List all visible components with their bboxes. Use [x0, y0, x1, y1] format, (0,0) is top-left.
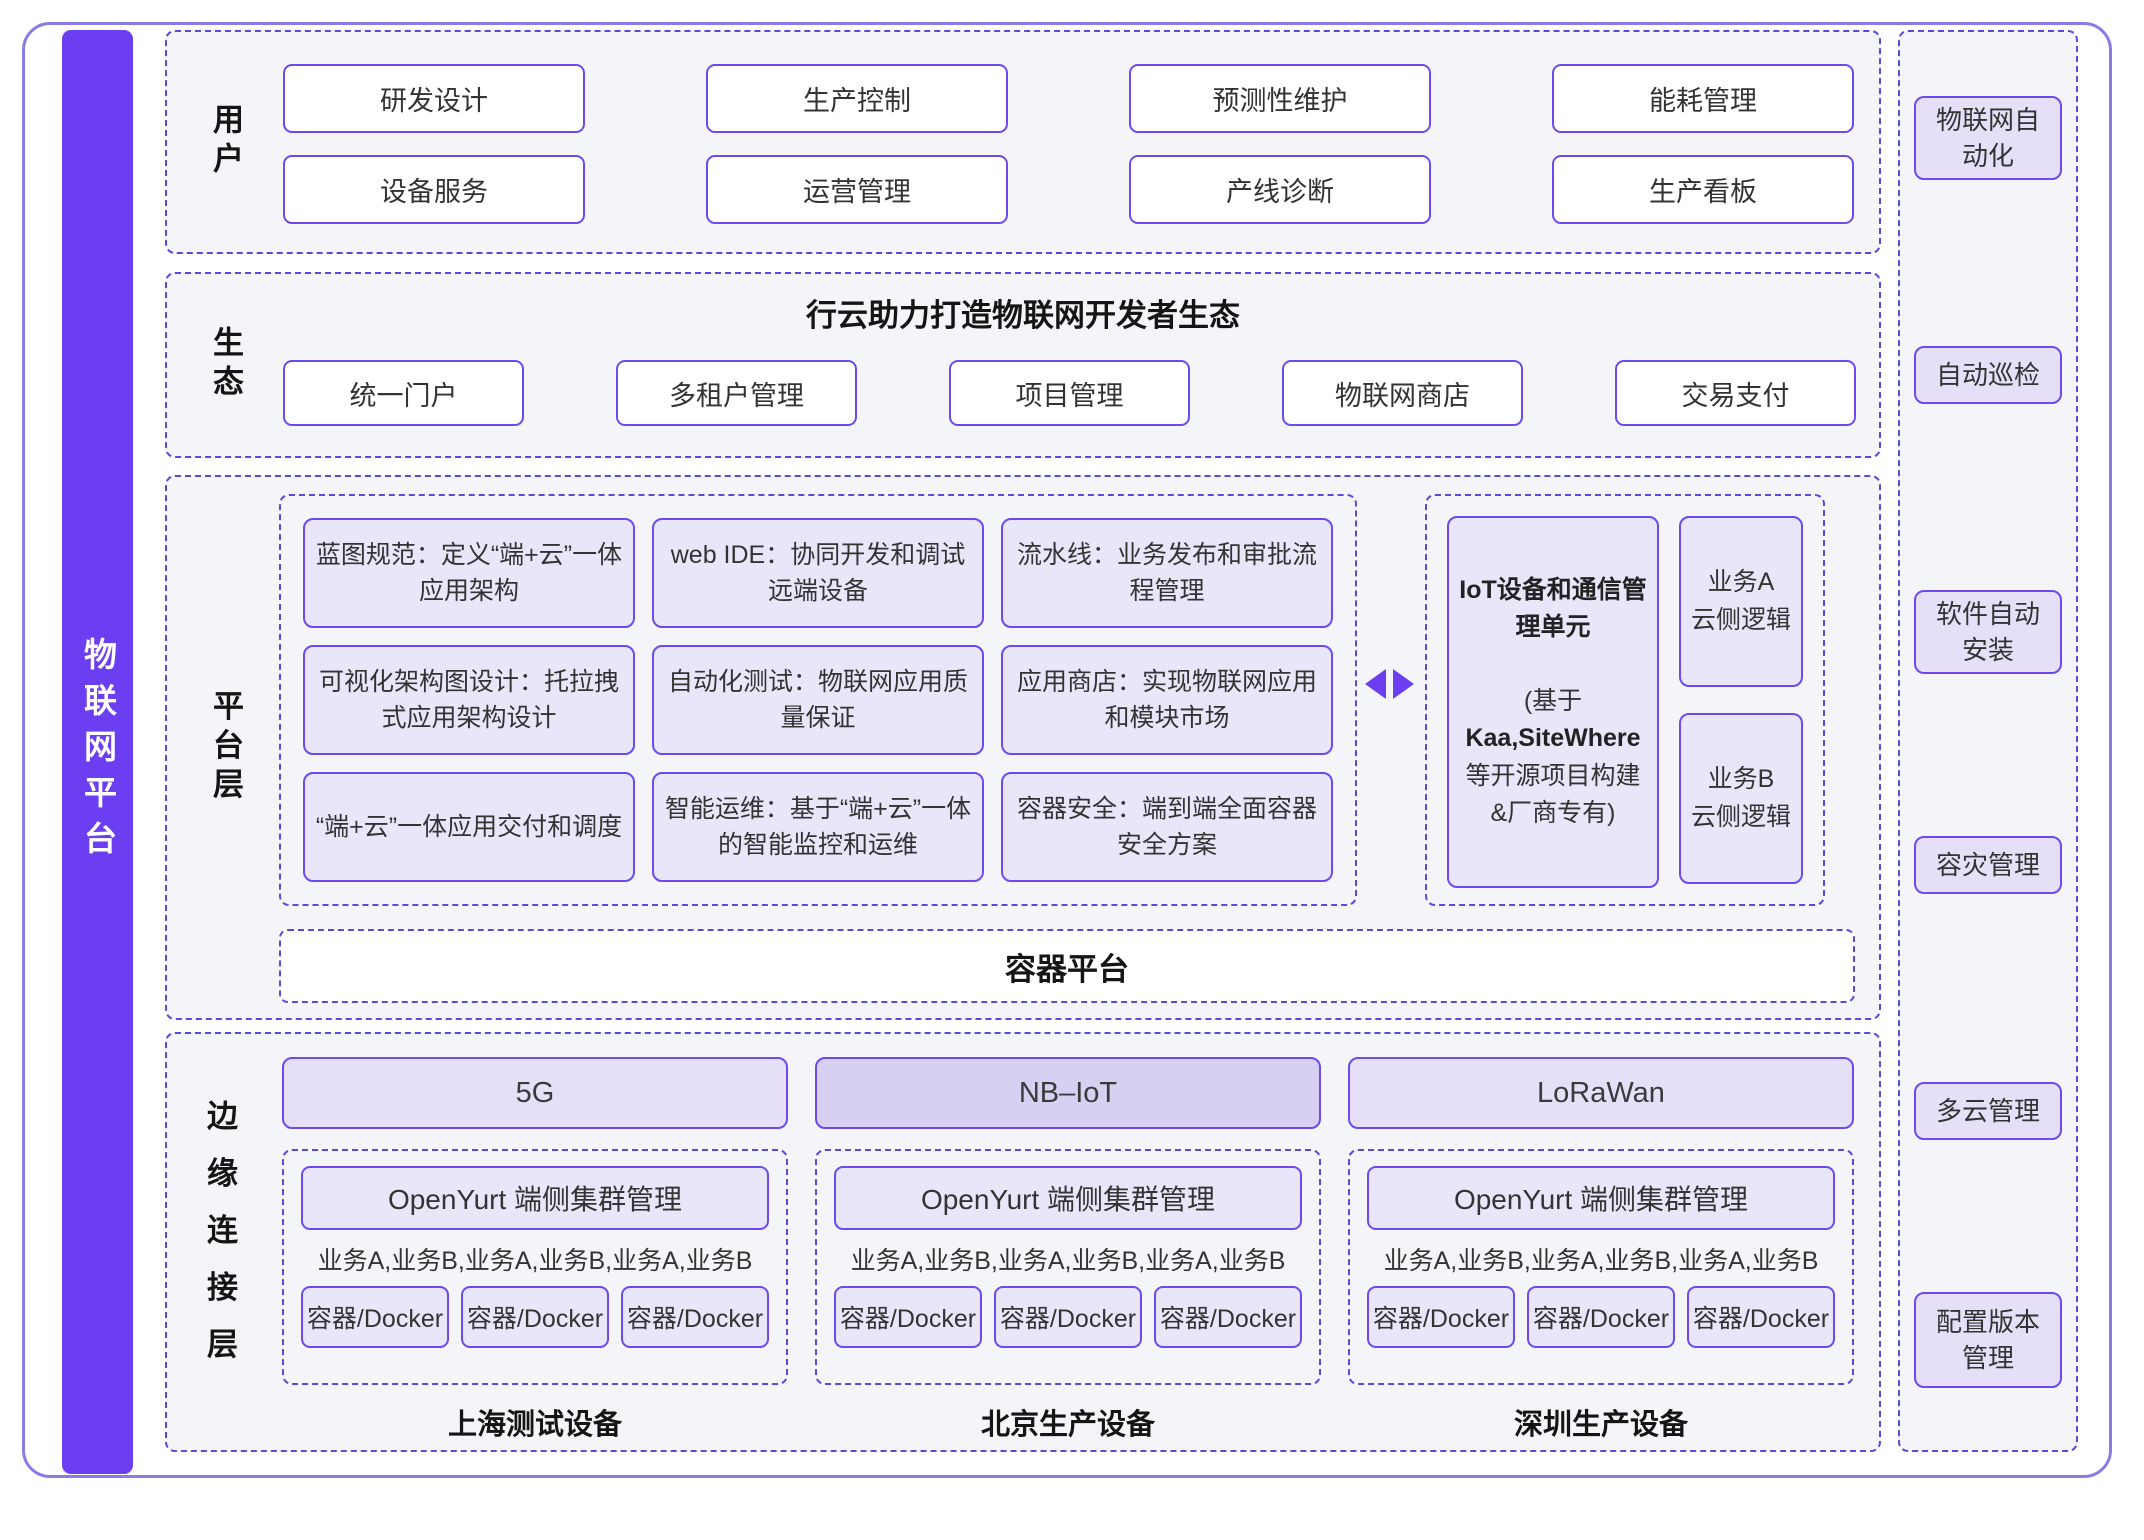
platform-capability-box: “端+云”一体应用交付和调度: [303, 772, 635, 882]
left-rail-label: 物联网平台: [79, 637, 117, 867]
arrow-right-icon: [1393, 669, 1414, 699]
user-scenario-box: 能耗管理: [1552, 64, 1854, 133]
right-sidebar: 物联网自动化 自动巡检 软件自动安装 容灾管理 多云管理 配置版本管理: [1898, 30, 2078, 1452]
section-edge-layer: 边缘连接层 5G OpenYurt 端侧集群管理 业务A,业务B,业务A,业务B…: [165, 1032, 1881, 1452]
docker-box: 容器/Docker: [1687, 1286, 1835, 1348]
docker-box: 容器/Docker: [1527, 1286, 1675, 1348]
container-platform-box: 容器平台: [279, 929, 1855, 1003]
cloud-logic-box-b: 业务B 云侧逻辑: [1679, 713, 1803, 884]
ecosystem-box: 物联网商店: [1282, 360, 1523, 426]
docker-row: 容器/Docker 容器/Docker 容器/Docker: [301, 1286, 769, 1348]
user-scenario-box: 预测性维护: [1129, 64, 1431, 133]
sidebar-item-auto-inspection: 自动巡检: [1914, 346, 2062, 404]
sidebar-item-multicloud: 多云管理: [1914, 1082, 2062, 1140]
edge-column-shanghai: 5G OpenYurt 端侧集群管理 业务A,业务B,业务A,业务B,业务A,业…: [282, 1057, 788, 1443]
section-edge-label: 边缘连接层: [202, 1099, 237, 1385]
docker-row: 容器/Docker 容器/Docker 容器/Docker: [1367, 1286, 1835, 1348]
cloud-logic-box-a: 业务A 云侧逻辑: [1679, 516, 1803, 687]
ecosystem-box: 项目管理: [949, 360, 1190, 426]
network-bar-5g: 5G: [282, 1057, 788, 1129]
docker-box: 容器/Docker: [621, 1286, 769, 1348]
iot-unit-note-line: 等开源项目构建: [1465, 761, 1641, 790]
arrow-left-icon: [1365, 669, 1386, 699]
platform-capability-box: 智能运维：基于“端+云”一体的智能监控和运维: [652, 772, 984, 882]
cloud-logic-line: 业务B: [1707, 765, 1775, 793]
cloud-logic-line: 业务A: [1707, 568, 1775, 596]
user-scenario-box: 产线诊断: [1129, 155, 1431, 224]
sidebar-item-disaster-recovery: 容灾管理: [1914, 836, 2062, 894]
edge-columns: 5G OpenYurt 端侧集群管理 业务A,业务B,业务A,业务B,业务A,业…: [282, 1057, 1854, 1443]
platform-capability-box: 自动化测试：物联网应用质量保证: [652, 645, 984, 755]
user-scenario-box: 研发设计: [283, 64, 585, 133]
edge-column-caption: 北京生产设备: [980, 1409, 1155, 1441]
ecosystem-box: 统一门户: [283, 360, 524, 426]
edge-services-text: 业务A,业务B,业务A,业务B,业务A,业务B: [1383, 1247, 1819, 1275]
users-grid: 研发设计 生产控制 预测性维护 能耗管理 设备服务 运营管理 产线诊断 生产看板: [283, 64, 1854, 224]
bidirectional-arrows-icon: [1365, 669, 1414, 699]
platform-capability-box: 应用商店：实现物联网应用和模块市场: [1001, 645, 1333, 755]
edge-column-caption: 上海测试设备: [447, 1409, 622, 1441]
sidebar-item-iot-automation: 物联网自动化: [1914, 96, 2062, 180]
section-platform-layer: 平台层 蓝图规范：定义“端+云”一体应用架构 web IDE：协同开发和调试远端…: [165, 475, 1881, 1020]
iot-unit-note-line: &厂商专有): [1490, 799, 1616, 827]
docker-box: 容器/Docker: [834, 1286, 982, 1348]
iot-management-unit-box: IoT设备和通信管理单元 (基于 Kaa,SiteWhere 等开源项目构建 &…: [1447, 516, 1659, 888]
edge-services-text: 业务A,业务B,业务A,业务B,业务A,业务B: [850, 1247, 1286, 1275]
section-ecosystem: 生态 行云助力打造物联网开发者生态 统一门户 多租户管理 项目管理 物联网商店 …: [165, 272, 1881, 458]
section-ecosystem-label: 生态: [208, 326, 243, 404]
platform-capability-box: 蓝图规范：定义“端+云”一体应用架构: [303, 518, 635, 628]
network-bar-nbiot: NB–IoT: [815, 1057, 1321, 1129]
edge-column-beijing: NB–IoT OpenYurt 端侧集群管理 业务A,业务B,业务A,业务B,业…: [815, 1057, 1321, 1443]
edge-column-caption: 深圳生产设备: [1513, 1409, 1688, 1441]
openyurt-cluster-box: OpenYurt 端侧集群管理: [834, 1166, 1302, 1230]
user-scenario-box: 运营管理: [706, 155, 1008, 224]
iot-unit-title: IoT设备和通信管理单元: [1459, 575, 1647, 642]
docker-row: 容器/Docker 容器/Docker 容器/Docker: [834, 1286, 1302, 1348]
edge-column-shenzhen: LoRaWan OpenYurt 端侧集群管理 业务A,业务B,业务A,业务B,…: [1348, 1057, 1854, 1443]
platform-capability-box: 可视化架构图设计：托拉拽式应用架构设计: [303, 645, 635, 755]
ecosystem-box: 交易支付: [1615, 360, 1856, 426]
user-scenario-box: 生产控制: [706, 64, 1008, 133]
docker-box: 容器/Docker: [301, 1286, 449, 1348]
docker-box: 容器/Docker: [461, 1286, 609, 1348]
sidebar-item-auto-install: 软件自动安装: [1914, 590, 2062, 674]
docker-box: 容器/Docker: [994, 1286, 1142, 1348]
section-platform-label: 平台层: [208, 689, 243, 806]
edge-cluster-group: OpenYurt 端侧集群管理 业务A,业务B,业务A,业务B,业务A,业务B …: [282, 1149, 788, 1385]
docker-box: 容器/Docker: [1154, 1286, 1302, 1348]
cloud-logic-column: 业务A 云侧逻辑 业务B 云侧逻辑: [1679, 516, 1803, 884]
sidebar-item-config-version: 配置版本管理: [1914, 1292, 2062, 1388]
network-bar-lorawan: LoRaWan: [1348, 1057, 1854, 1129]
ecosystem-box: 多租户管理: [616, 360, 857, 426]
ecosystem-row: 统一门户 多租户管理 项目管理 物联网商店 交易支付: [283, 360, 1856, 426]
edge-cluster-group: OpenYurt 端侧集群管理 业务A,业务B,业务A,业务B,业务A,业务B …: [815, 1149, 1321, 1385]
section-users: 用户 研发设计 生产控制 预测性维护 能耗管理 设备服务 运营管理 产线诊断 生…: [165, 30, 1881, 254]
iot-management-group: IoT设备和通信管理单元 (基于 Kaa,SiteWhere 等开源项目构建 &…: [1425, 494, 1825, 906]
cloud-logic-line: 云侧逻辑: [1690, 605, 1791, 634]
platform-capability-grid: 蓝图规范：定义“端+云”一体应用架构 web IDE：协同开发和调试远端设备 流…: [279, 494, 1357, 906]
platform-capability-box: 容器安全：端到端全面容器安全方案: [1001, 772, 1333, 882]
iot-unit-note-line: (基于: [1523, 686, 1583, 715]
cloud-logic-line: 云侧逻辑: [1690, 802, 1791, 831]
platform-capability-box: 流水线：业务发布和审批流程管理: [1001, 518, 1333, 628]
user-scenario-box: 生产看板: [1552, 155, 1854, 224]
user-scenario-box: 设备服务: [283, 155, 585, 224]
iot-unit-note-line: Kaa,SiteWhere: [1465, 724, 1641, 752]
openyurt-cluster-box: OpenYurt 端侧集群管理: [301, 1166, 769, 1230]
left-rail-iot-platform: 物联网平台: [62, 30, 133, 1474]
section-users-label: 用户: [208, 103, 243, 181]
ecosystem-title: 行云助力打造物联网开发者生态: [806, 298, 1240, 333]
docker-box: 容器/Docker: [1367, 1286, 1515, 1348]
openyurt-cluster-box: OpenYurt 端侧集群管理: [1367, 1166, 1835, 1230]
edge-cluster-group: OpenYurt 端侧集群管理 业务A,业务B,业务A,业务B,业务A,业务B …: [1348, 1149, 1854, 1385]
edge-services-text: 业务A,业务B,业务A,业务B,业务A,业务B: [317, 1247, 753, 1275]
platform-capability-box: web IDE：协同开发和调试远端设备: [652, 518, 984, 628]
